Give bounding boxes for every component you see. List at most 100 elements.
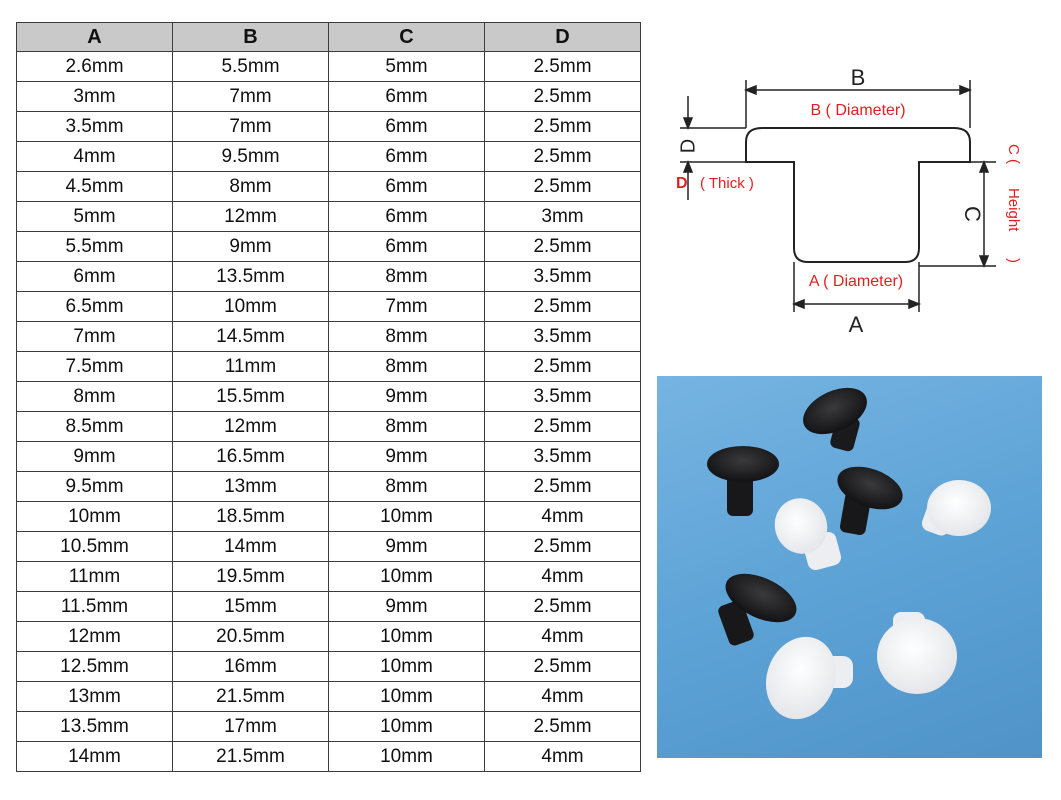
cell-d: 3mm — [484, 201, 641, 232]
cell-a: 9mm — [16, 441, 173, 472]
cell-a: 3.5mm — [16, 111, 173, 142]
cell-a: 11mm — [16, 561, 173, 592]
cell-d: 2.5mm — [484, 51, 641, 82]
cell-c: 6mm — [328, 141, 485, 172]
product-photo — [657, 376, 1042, 758]
cell-d: 3.5mm — [484, 321, 641, 352]
cell-c: 8mm — [328, 471, 485, 502]
cell-a: 13mm — [16, 681, 173, 712]
cell-d: 4mm — [484, 501, 641, 532]
black-plug — [718, 573, 797, 646]
label-b: B — [851, 65, 866, 90]
cell-d: 2.5mm — [484, 651, 641, 682]
cell-d: 2.5mm — [484, 141, 641, 172]
cell-b: 7mm — [172, 81, 329, 112]
col-header-d: D — [484, 22, 641, 52]
cell-b: 8mm — [172, 171, 329, 202]
plug-outline — [745, 127, 971, 263]
label-c: C — [960, 206, 985, 222]
cell-c: 6mm — [328, 201, 485, 232]
cell-b: 9.5mm — [172, 141, 329, 172]
cell-d: 2.5mm — [484, 231, 641, 262]
label-b-desc: B ( Diameter) — [810, 102, 905, 119]
cell-c: 8mm — [328, 411, 485, 442]
dimension-diagram-svg: B B ( Diameter) D D ( Thick ) C C ( Heig… — [676, 65, 1022, 337]
cell-d: 2.5mm — [484, 111, 641, 142]
cell-a: 10.5mm — [16, 531, 173, 562]
cell-b: 14.5mm — [172, 321, 329, 352]
product-photo-svg — [707, 387, 991, 720]
cell-d: 4mm — [484, 681, 641, 712]
cell-a: 7mm — [16, 321, 173, 352]
cell-a: 6mm — [16, 261, 173, 292]
cell-b: 20.5mm — [172, 621, 329, 652]
cell-b: 21.5mm — [172, 741, 329, 772]
cell-b: 5.5mm — [172, 51, 329, 82]
cell-c: 6mm — [328, 231, 485, 262]
cell-c: 10mm — [328, 681, 485, 712]
cell-d: 2.5mm — [484, 351, 641, 382]
black-plug — [837, 466, 903, 535]
label-c-desc: Height — [1005, 188, 1022, 232]
cell-d: 4mm — [484, 621, 641, 652]
col-header-c: C — [328, 22, 485, 52]
dimension-diagram: B B ( Diameter) D D ( Thick ) C C ( Heig… — [666, 30, 1056, 360]
cell-d: 2.5mm — [484, 411, 641, 442]
cell-c: 10mm — [328, 561, 485, 592]
label-d: D — [677, 139, 699, 153]
cell-c: 10mm — [328, 741, 485, 772]
cell-a: 3mm — [16, 81, 173, 112]
cell-c: 10mm — [328, 651, 485, 682]
cell-b: 17mm — [172, 711, 329, 742]
cell-c: 8mm — [328, 261, 485, 292]
col-header-b: B — [172, 22, 329, 52]
cell-a: 12.5mm — [16, 651, 173, 682]
cell-c: 7mm — [328, 291, 485, 322]
cell-b: 13mm — [172, 471, 329, 502]
cell-b: 21.5mm — [172, 681, 329, 712]
cell-a: 14mm — [16, 741, 173, 772]
cell-a: 5mm — [16, 201, 173, 232]
cell-d: 2.5mm — [484, 81, 641, 112]
cell-b: 15.5mm — [172, 381, 329, 412]
cell-d: 2.5mm — [484, 291, 641, 322]
cell-c: 5mm — [328, 51, 485, 82]
cell-d: 2.5mm — [484, 471, 641, 502]
white-plug — [921, 480, 991, 536]
cell-a: 4mm — [16, 141, 173, 172]
cell-a: 8.5mm — [16, 411, 173, 442]
white-plug — [765, 636, 853, 720]
cell-b: 16.5mm — [172, 441, 329, 472]
cell-c: 6mm — [328, 111, 485, 142]
label-c-end: ) — [1005, 258, 1022, 263]
label-a: A — [849, 312, 864, 337]
cell-b: 9mm — [172, 231, 329, 262]
cell-c: 6mm — [328, 171, 485, 202]
cell-c: 8mm — [328, 351, 485, 382]
col-header-a: A — [16, 22, 173, 52]
header-row: A B C D — [16, 22, 641, 52]
cell-c: 8mm — [328, 321, 485, 352]
cell-d: 4mm — [484, 741, 641, 772]
cell-b: 13.5mm — [172, 261, 329, 292]
cell-c: 9mm — [328, 441, 485, 472]
cell-a: 5.5mm — [16, 231, 173, 262]
cell-d: 2.5mm — [484, 711, 641, 742]
